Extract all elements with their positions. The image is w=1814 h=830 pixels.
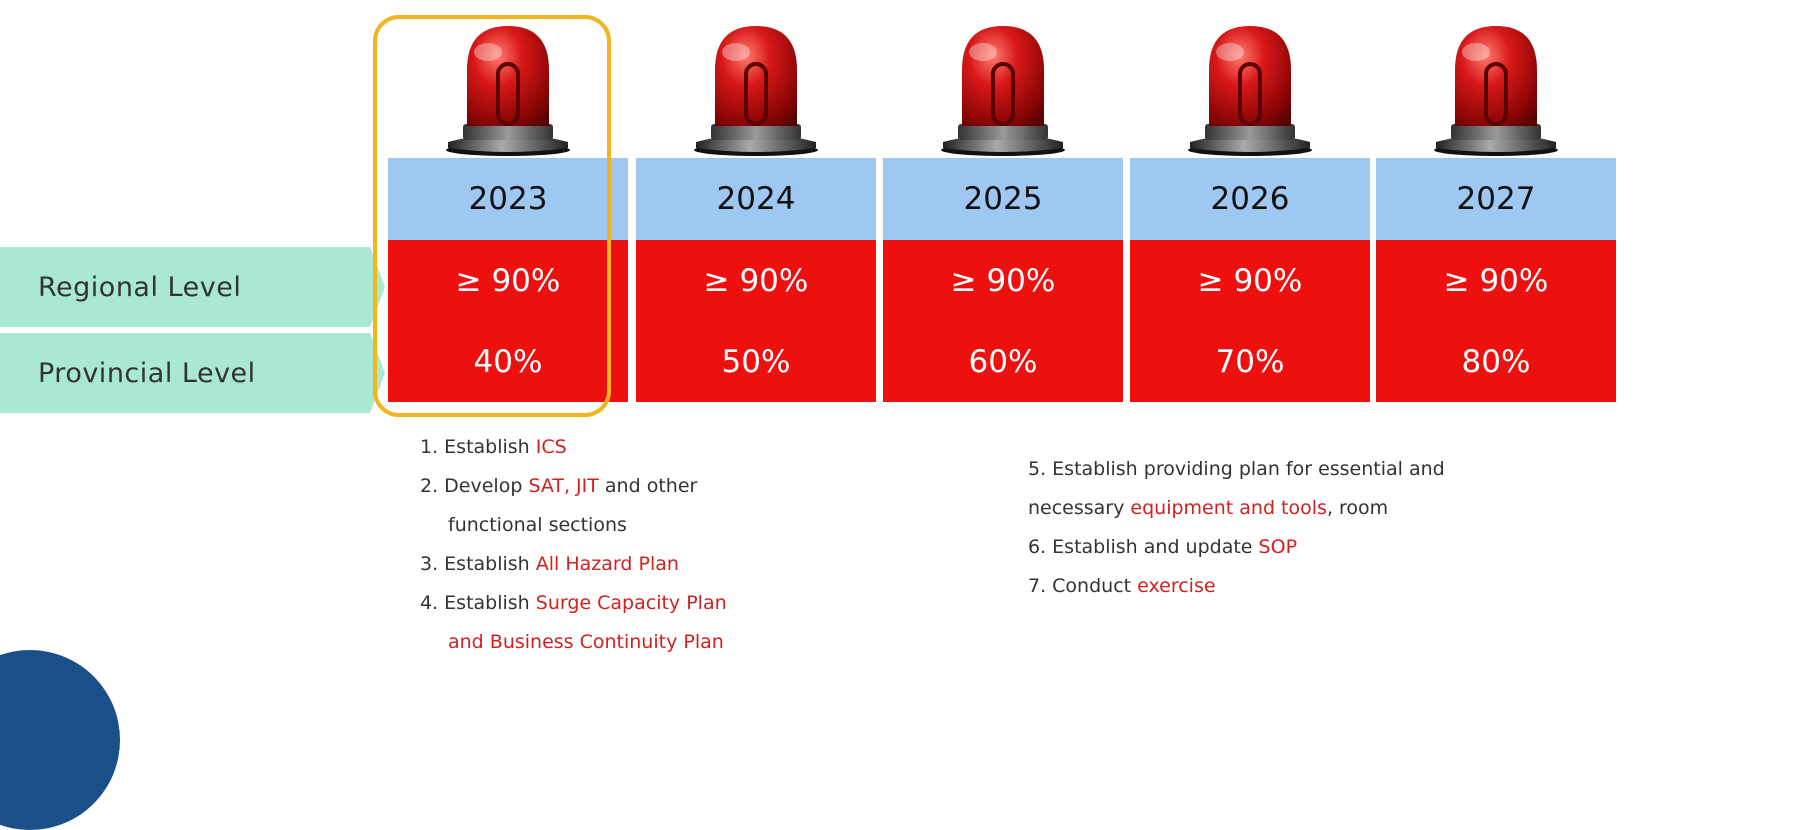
step-4-continued: and Business Continuity Plan xyxy=(448,631,724,653)
red-alarm-beacon-icon xyxy=(1186,24,1314,157)
regional-target: ≥ 90% xyxy=(388,240,628,323)
year-label: 2027 xyxy=(1376,158,1616,240)
provincial-target: 80% xyxy=(1376,322,1616,402)
regional-target: ≥ 90% xyxy=(636,240,876,323)
provincial-target: 70% xyxy=(1130,322,1370,402)
provincial-target: 50% xyxy=(636,322,876,402)
step-3: 3. Establish All Hazard Plan xyxy=(420,553,679,575)
steps-left: 1. Establish ICS 2. Develop SAT, JIT and… xyxy=(420,428,727,662)
step-4: 4. Establish Surge Capacity Plan xyxy=(420,592,727,614)
step-2: 2. Develop SAT, JIT and other xyxy=(420,475,698,497)
provincial-target: 40% xyxy=(388,322,628,402)
step-2-continued: functional sections xyxy=(448,514,627,536)
year-label: 2024 xyxy=(636,158,876,240)
corner-decoration xyxy=(0,650,120,830)
red-alarm-beacon-icon xyxy=(692,24,820,157)
red-alarm-beacon-icon xyxy=(939,24,1067,157)
regional-target: ≥ 90% xyxy=(883,240,1123,323)
provincial-level-tag: Provincial Level xyxy=(0,333,385,413)
year-label: 2026 xyxy=(1130,158,1370,240)
step-5: 5. Establish providing plan for essentia… xyxy=(1028,458,1445,480)
provincial-level-label: Provincial Level xyxy=(38,357,256,389)
red-alarm-beacon-icon xyxy=(1432,24,1560,157)
regional-level-label: Regional Level xyxy=(38,271,242,303)
year-label: 2023 xyxy=(388,158,628,240)
step-7: 7. Conduct exercise xyxy=(1028,575,1216,597)
provincial-target: 60% xyxy=(883,322,1123,402)
regional-target: ≥ 90% xyxy=(1376,240,1616,323)
step-5-continued: necessary equipment and tools, room xyxy=(1028,497,1389,519)
steps-right: 5. Establish providing plan for essentia… xyxy=(1028,450,1445,606)
regional-target: ≥ 90% xyxy=(1130,240,1370,323)
step-6: 6. Establish and update SOP xyxy=(1028,536,1298,558)
step-1: 1. Establish ICS xyxy=(420,436,567,458)
regional-level-tag: Regional Level xyxy=(0,247,385,327)
red-alarm-beacon-icon xyxy=(444,24,572,157)
year-label: 2025 xyxy=(883,158,1123,240)
